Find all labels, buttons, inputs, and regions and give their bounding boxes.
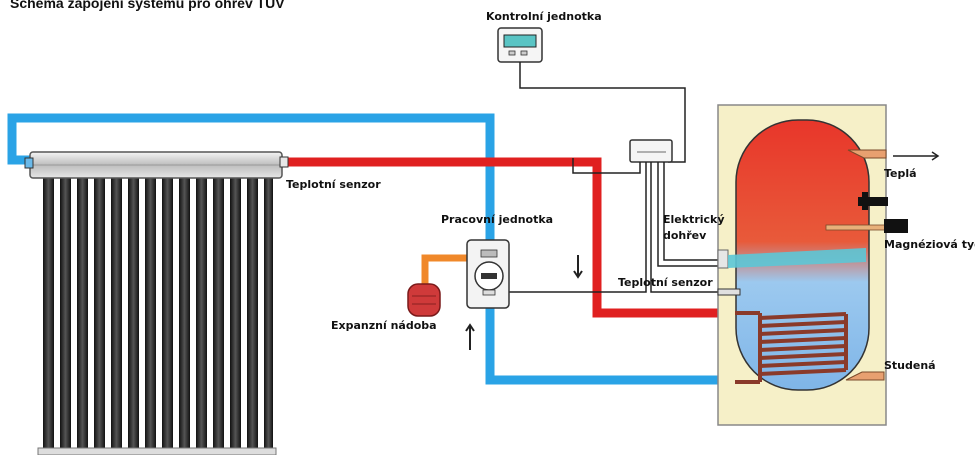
label-teplotni-senzor-collector: Teplotní senzor [286, 178, 381, 191]
expansion-pipe [421, 254, 478, 290]
label-pracovni-jednotka: Pracovní jednotka [441, 213, 554, 226]
expansion-vessel [407, 283, 441, 317]
control-wiring [505, 62, 722, 293]
tank-sensor [717, 288, 741, 296]
collector-tubes [37, 175, 277, 456]
magnesium-rod [825, 219, 908, 233]
hot-water-outlet [847, 149, 940, 161]
electric-heater [717, 248, 866, 269]
heat-exchanger-coil [735, 311, 848, 384]
label-studena: Studená [884, 359, 936, 372]
flow-arrow-up [465, 323, 475, 350]
flow-arrow-down [573, 255, 583, 279]
collector-header [24, 151, 289, 179]
label-magneziova-tyc: Magnéziová tyč [884, 238, 975, 251]
label-teplotni-senzor-tank: Teplotní senzor [618, 276, 713, 289]
diagram-title: Schéma zapojení systému pro ohřev TUV [10, 0, 285, 11]
label-kontrolni-jednotka: Kontrolní jednotka [486, 10, 602, 23]
pump-station [466, 239, 510, 309]
control-unit [497, 27, 543, 63]
label-elektricky-dohrev: Elektrický dohřev [663, 213, 725, 242]
valve-handle [858, 192, 888, 210]
cold-water-inlet [845, 371, 885, 381]
hot-pipe [280, 157, 735, 318]
label-expanzni-nadoba: Expanzní nádoba [331, 319, 437, 332]
cold-pipe [7, 113, 735, 385]
label-tepla: Teplá [884, 167, 917, 180]
